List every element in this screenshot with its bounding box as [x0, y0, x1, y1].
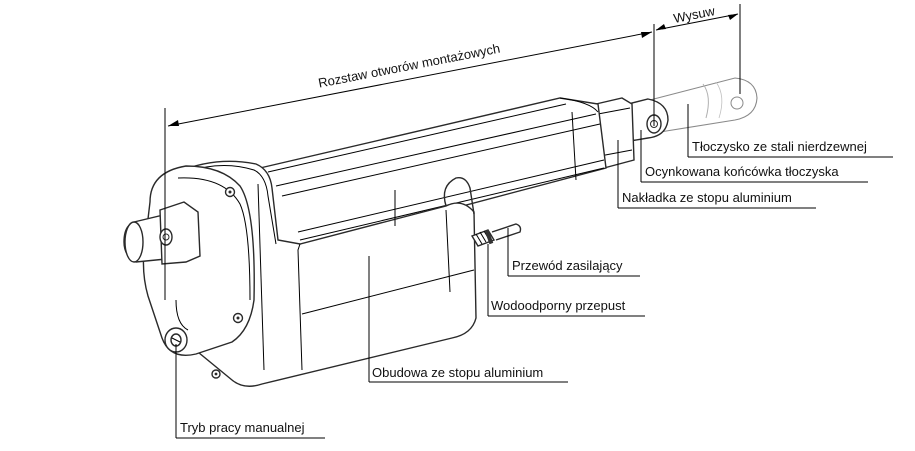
callout-power-cable: Przewód zasilający	[507, 228, 640, 277]
dimension-stroke: Wysuw	[655, 3, 741, 94]
label-manual-mode: Tryb pracy manualnej	[180, 420, 305, 435]
actuator-illustration	[123, 77, 758, 387]
front-cover	[595, 97, 635, 169]
callout-cover: Nakładka ze stopu aluminium	[617, 140, 816, 209]
label-housing: Obudowa ze stopu aluminium	[372, 365, 543, 380]
callout-manual-mode: Tryb pracy manualnej	[175, 344, 325, 439]
rod	[649, 77, 758, 133]
label-power-cable: Przewód zasilający	[512, 258, 623, 273]
rear-mount	[123, 201, 201, 265]
callout-housing: Obudowa ze stopu aluminium	[368, 190, 568, 383]
extrusion-tube	[259, 97, 607, 249]
label-cover: Nakładka ze stopu aluminium	[622, 190, 792, 205]
dimension-label-spacing: Rozstaw otworów montażowych	[317, 41, 501, 91]
power-cable	[491, 223, 522, 241]
callout-rod: Tłoczysko ze stali nierdzewnej	[687, 104, 893, 158]
callout-rod-end: Ocynkowana końcówka tłoczyska	[640, 130, 868, 183]
label-rod: Tłoczysko ze stali nierdzewnej	[692, 139, 867, 154]
callout-waterproof-gland: Wodoodporny przepust	[487, 244, 645, 317]
manual-override-knob	[164, 327, 188, 353]
label-rod-end: Ocynkowana końcówka tłoczyska	[645, 164, 839, 179]
label-waterproof-gland: Wodoodporny przepust	[491, 298, 626, 313]
cable-gland	[470, 229, 496, 247]
